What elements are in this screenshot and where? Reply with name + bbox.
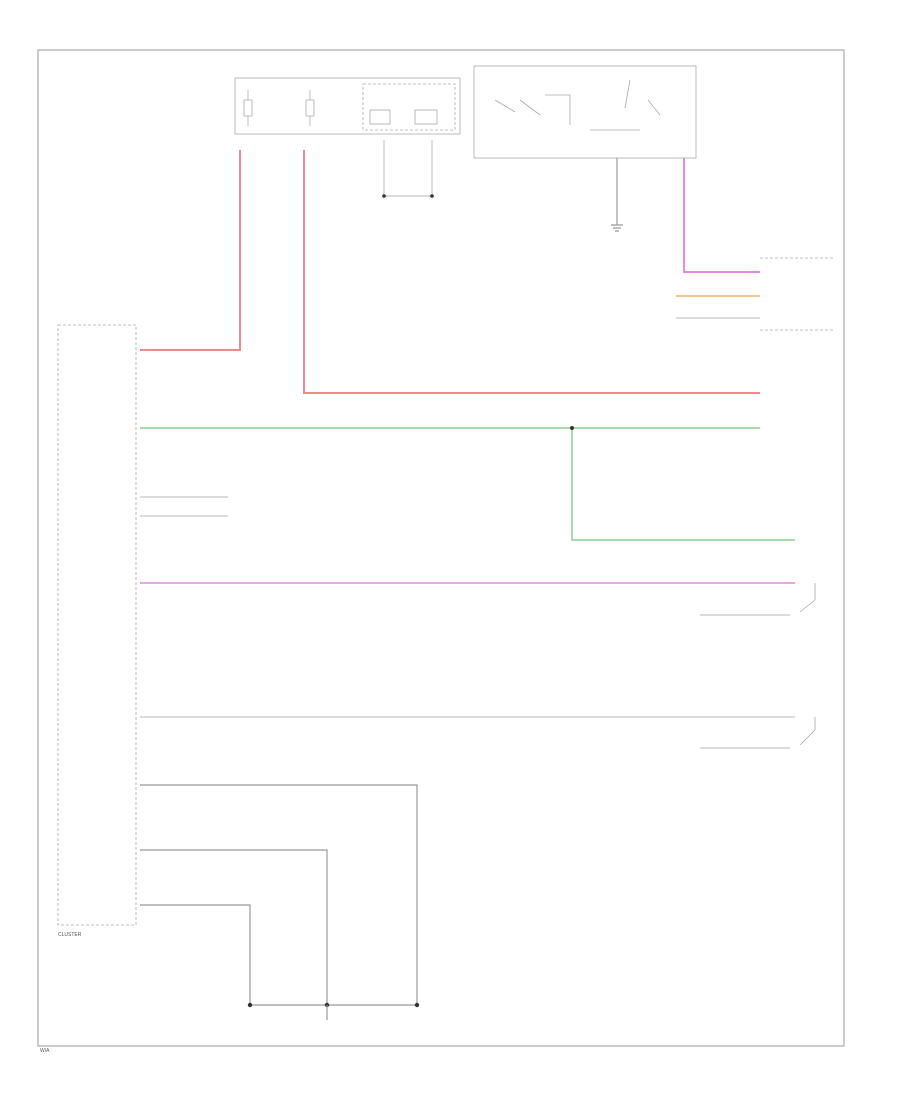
green-wire-branch [571, 428, 795, 541]
lower-switch-symbol [799, 717, 816, 746]
ground-dot-3 [414, 1002, 420, 1008]
connector-pair-wires [383, 140, 433, 197]
ground-dot-1 [247, 1002, 253, 1008]
ignition-switch-block [473, 65, 697, 159]
ignition-switch-contacts [494, 79, 661, 131]
ground-wire-3 [140, 904, 251, 1005]
magenta-wire-top [683, 158, 760, 273]
connector-dot-2 [430, 194, 434, 198]
cluster-box [57, 324, 137, 926]
right-switch-symbol [799, 583, 816, 613]
fuse-block-inner [362, 83, 456, 131]
red-wire-right [303, 150, 760, 394]
cluster-label: CLUSTER [58, 932, 82, 938]
ground-wire-1 [140, 784, 418, 1005]
fuse-block [234, 77, 461, 135]
diagram-frame [37, 49, 845, 1047]
green-splice-dot [570, 426, 574, 430]
relay-symbol-1 [369, 109, 391, 125]
fuse-2-symbol [305, 90, 315, 126]
red-wire-left [140, 150, 241, 351]
fuse-1-symbol [243, 90, 253, 126]
connector-dot-1 [382, 194, 386, 198]
footer-code: W/A [40, 1048, 50, 1054]
relay-symbol-2 [414, 109, 438, 125]
ignition-ground-symbol [611, 224, 623, 232]
ground-wire-2 [140, 849, 328, 1005]
